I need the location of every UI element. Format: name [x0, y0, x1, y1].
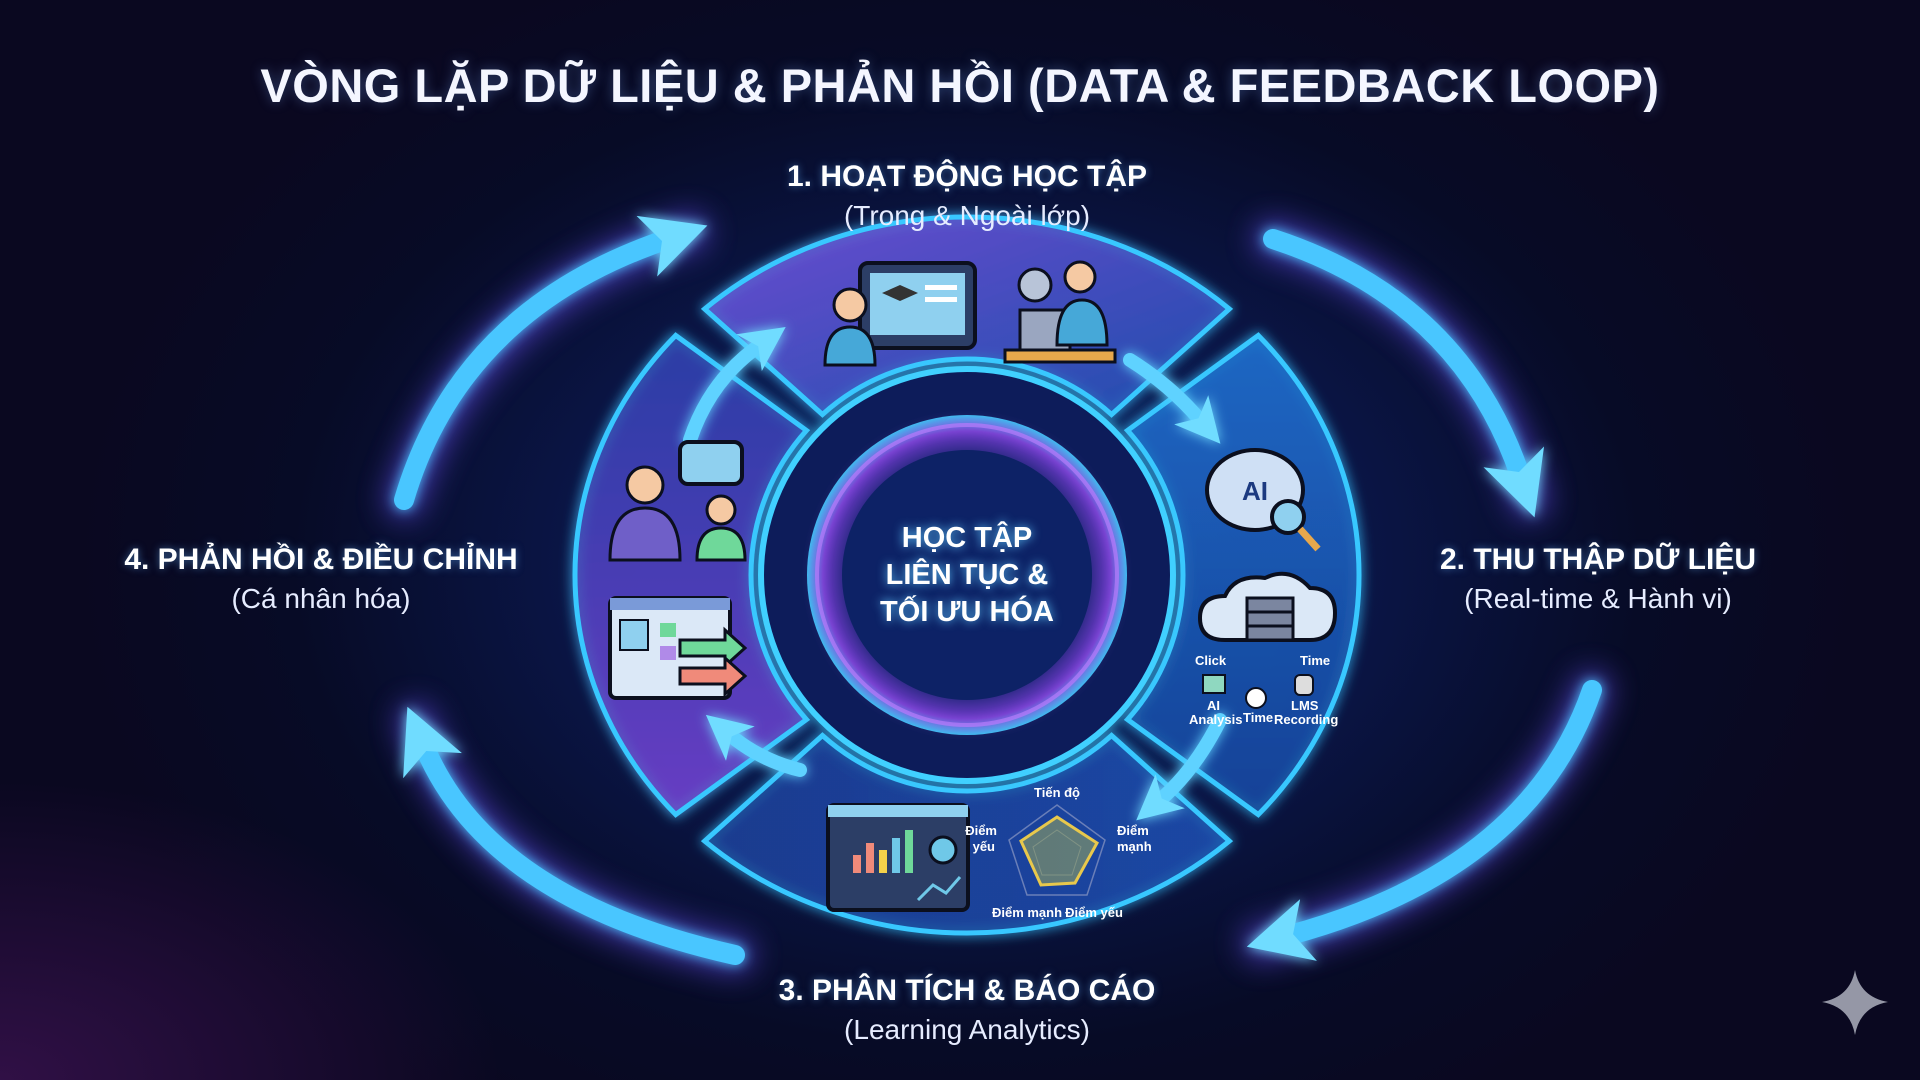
analysis-grid-icon — [1202, 674, 1226, 694]
inner-arrows — [683, 327, 1227, 821]
radar-label: yếu — [973, 839, 995, 854]
arrow-icon — [394, 215, 708, 510]
stage-3-label: 3. PHÂN TÍCH & BÁO CÁO (Learning Analyti… — [667, 974, 1267, 1046]
stage-4-label: 4. PHẢN HỒI & ĐIỀU CHỈNH (Cá nhân hóa) — [21, 543, 621, 615]
radar-label: mạnh — [1117, 839, 1152, 854]
radar-label: Điểm yếu — [1065, 905, 1123, 920]
arrow-icon — [1136, 713, 1227, 821]
radar-chart-icon: Tiến độ Điểm mạnh Điểm yếu Điểm mạnh Điể… — [965, 785, 1152, 920]
mentor-chat-icon — [608, 440, 747, 562]
center-hub — [758, 366, 1176, 784]
arrow-icon — [1123, 353, 1221, 444]
center-text: HỌC TẬP LIÊN TỤC & TỐI ƯU HÓA — [817, 520, 1117, 631]
arrow-icon — [1263, 229, 1545, 518]
sparkle-icon — [1822, 970, 1888, 1035]
radar-label: Tiến độ — [1034, 785, 1080, 800]
clock-icon — [1245, 687, 1267, 709]
stage-heading: 3. PHÂN TÍCH & BÁO CÁO — [778, 974, 1156, 1007]
student-robot-icon — [1003, 260, 1117, 364]
center-line: HỌC TẬP — [901, 522, 1033, 554]
ai-analysis-label: Analysis — [1189, 712, 1242, 727]
stage-heading: 2. THU THẬP DỮ LIỆU — [1439, 543, 1757, 576]
stage-subtitle: (Cá nhân hóa) — [231, 583, 411, 614]
time-label: Time — [1243, 710, 1273, 725]
radar-label: Điểm — [1117, 823, 1149, 838]
cloud-server-icon: Click Time AI Analysis Time LMS Recordin… — [1189, 571, 1338, 727]
stage-heading: 4. PHẢN HỒI & ĐIỀU CHỈNH — [124, 543, 518, 576]
radar-label: Điểm mạnh — [992, 905, 1062, 920]
ai-analysis-label: AI — [1207, 698, 1220, 713]
lms-label: LMS — [1291, 698, 1319, 713]
arrow-icon — [1246, 680, 1602, 961]
stage-heading: 1. HOẠT ĐỘNG HỌC TẬP — [786, 160, 1147, 193]
stage-1-label: 1. HOẠT ĐỘNG HỌC TẬP (Trong & Ngoài lớp) — [667, 160, 1267, 232]
ai-brain-icon: AI — [1205, 448, 1321, 552]
database-icon — [1294, 674, 1314, 696]
radar-label: Điểm — [965, 823, 997, 838]
lms-label: Recording — [1274, 712, 1338, 727]
stage-subtitle: (Learning Analytics) — [844, 1014, 1090, 1045]
teacher-screen-icon — [823, 261, 977, 367]
center-line: TỐI ƯU HÓA — [880, 596, 1054, 628]
page-title: VÒNG LẶP DỮ LIỆU & PHẢN HỒI (DATA & FEED… — [260, 59, 1660, 112]
stage-subtitle: (Real-time & Hành vi) — [1464, 583, 1732, 614]
arrow-icon — [683, 327, 786, 447]
click-label: Click — [1195, 653, 1227, 668]
personalized-path-icon — [608, 596, 748, 700]
arrow-icon — [705, 714, 807, 777]
ai-label: AI — [1242, 476, 1268, 506]
stage-subtitle: (Trong & Ngoài lớp) — [843, 200, 1091, 231]
center-line: LIÊN TỤC & — [885, 559, 1049, 591]
time-label: Time — [1300, 653, 1330, 668]
arrow-icon — [403, 706, 745, 965]
outer-arrows — [384, 212, 1612, 975]
stage-2-label: 2. THU THẬP DỮ LIỆU (Real-time & Hành vi… — [1298, 543, 1898, 615]
dashboard-icon — [826, 803, 970, 912]
